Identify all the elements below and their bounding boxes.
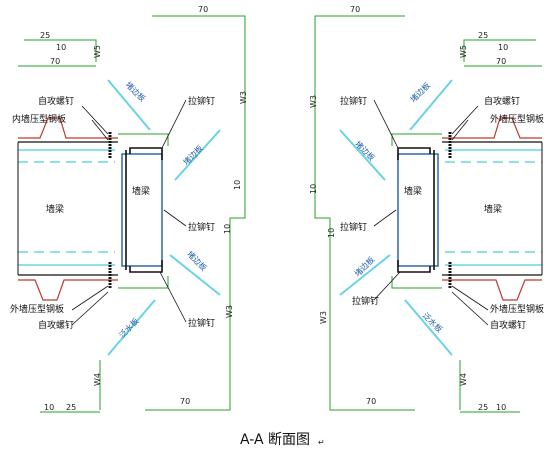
right-dim-10-vert: 10	[309, 184, 318, 194]
right-label-flashing-top: 堵边板	[408, 80, 432, 104]
right-label-outer-panel: 外墙压型钢板	[490, 303, 544, 315]
left-dim-10-top: 10	[56, 43, 66, 52]
left-flashing-top	[118, 133, 169, 146]
left-leader-screw-b	[71, 291, 109, 326]
caption: A-A 断面图	[240, 432, 310, 448]
right-leader-rivet2	[373, 209, 397, 227]
right-label-outer-panel-top: 外墙压型钢板	[490, 113, 544, 125]
left-arrow-drip	[107, 299, 156, 356]
right-wall-beam	[397, 153, 439, 267]
right-leader-screw-b	[451, 291, 489, 326]
left-label-drip: 泛水板	[117, 316, 141, 340]
left-beam-lip-bottom	[129, 260, 163, 273]
left-label-beam-inner: 墙梁	[132, 185, 150, 197]
right-label-beam: 墙梁	[484, 203, 502, 215]
right-leader-outer	[451, 285, 489, 311]
left-arrow-flashing-right	[174, 129, 221, 181]
left-dim-w3-top: W3	[239, 91, 248, 104]
right-dim-w3-bottom: W3	[319, 311, 328, 324]
right-label-rivet-1: 拉铆钉	[340, 95, 367, 107]
right-leader-rivet3	[373, 271, 401, 301]
left-dim-25: 25	[40, 31, 50, 40]
right-flashing-bottom	[391, 276, 442, 289]
right-label-screw-top: 自攻螺钉	[484, 95, 520, 107]
right-arrow-flashing-top	[409, 79, 453, 131]
left-dim-70-bottom: 70	[180, 397, 190, 406]
left-dim-10-right: 10	[223, 224, 232, 234]
left-arrow-flashing-top	[107, 79, 151, 131]
right-leader-outer-top	[451, 119, 469, 141]
right-beam-lip-bottom	[397, 260, 431, 273]
right-dim-10-bottom: 10	[496, 403, 506, 412]
right-label-rivet-3: 拉铆钉	[352, 295, 379, 307]
right-label-screw-bottom: 自攻螺钉	[490, 319, 526, 331]
left-label-rivet-3: 拉铆钉	[188, 317, 215, 329]
left-label-flashing-right: 堵边板	[181, 143, 205, 167]
left-dim-10-vert: 10	[233, 180, 242, 190]
left-label-screw-bottom: 自攻螺钉	[38, 319, 74, 331]
right-leader-rivet1	[373, 99, 399, 149]
right-label-rivet-2: 拉铆钉	[340, 221, 367, 233]
right-outer-panel-bottom	[442, 279, 542, 301]
left-wall-beam	[121, 153, 163, 267]
left-dim-70-mid: 70	[50, 57, 60, 66]
left-dim-10-bottom: 10	[44, 403, 54, 412]
right-section: 自攻螺钉 外墙压型钢板 墙梁 墙梁 拉铆钉 拉铆钉 拉铆钉 外墙压型钢板 自攻螺…	[309, 5, 544, 413]
right-flashing-top	[391, 133, 442, 146]
caption-mark: ↵	[318, 438, 325, 447]
right-dim-w3-top: W3	[309, 95, 318, 108]
right-dim-70-mid: 70	[496, 57, 506, 66]
left-leader-outer	[71, 285, 109, 311]
left-leader-inner	[91, 119, 109, 141]
right-dim-70-bottom: 70	[366, 397, 376, 406]
left-dim-25-bottom: 25	[66, 403, 76, 412]
right-label-beam-inner: 墙梁	[404, 185, 422, 197]
left-beam-lip-top	[129, 147, 163, 160]
left-dim-outline	[145, 15, 246, 411]
right-w5-mark	[463, 39, 536, 62]
left-section: 自攻螺钉 内墙压型钢板 墙梁 墙梁 拉铆钉 拉铆钉 拉铆钉 外墙压型钢板 自攻螺…	[10, 5, 248, 413]
right-dim-10-left: 10	[327, 228, 336, 238]
right-dim-10-top: 10	[498, 43, 508, 52]
right-arrow-flashing-bottom	[339, 254, 391, 296]
left-dim-w5: W5	[93, 45, 102, 58]
left-leader-rivet1	[161, 99, 187, 149]
right-dim-outline	[314, 15, 415, 411]
right-arrow-flashing-left	[339, 129, 386, 181]
left-flashing-bottom	[118, 276, 169, 289]
right-dim-25: 25	[478, 31, 488, 40]
left-dim-w4: W4	[93, 373, 102, 386]
left-outer-panel	[18, 279, 118, 301]
left-dim-70-top: 70	[198, 5, 208, 14]
right-leader-screw	[451, 105, 479, 135]
right-beam-lip-top	[397, 147, 431, 160]
left-dim-w3-bottom: W3	[225, 305, 234, 318]
right-dim-w5: W5	[459, 45, 468, 58]
left-label-inner-panel: 内墙压型钢板	[12, 113, 66, 125]
right-dim-w4: W4	[459, 373, 468, 386]
left-label-rivet-1: 拉铆钉	[188, 95, 215, 107]
left-leader-rivet3	[159, 271, 187, 323]
left-label-beam: 墙梁	[46, 203, 64, 215]
left-inner-panel	[18, 117, 118, 139]
left-arrow-flashing-bottom	[169, 254, 221, 296]
left-label-outer-panel: 外墙压型钢板	[10, 303, 64, 315]
left-label-flashing-top: 堵边板	[124, 79, 148, 103]
left-label-screw-top: 自攻螺钉	[38, 95, 74, 107]
left-leader-rivet2	[163, 209, 187, 227]
right-arrow-drip	[404, 299, 453, 356]
left-label-rivet-2: 拉铆钉	[188, 221, 215, 233]
right-dim-25-bottom: 25	[478, 403, 488, 412]
left-leader-screw	[81, 105, 109, 135]
right-dim-70-top: 70	[350, 5, 360, 14]
left-w5-mark	[24, 39, 97, 62]
right-outer-panel-top	[442, 117, 542, 139]
